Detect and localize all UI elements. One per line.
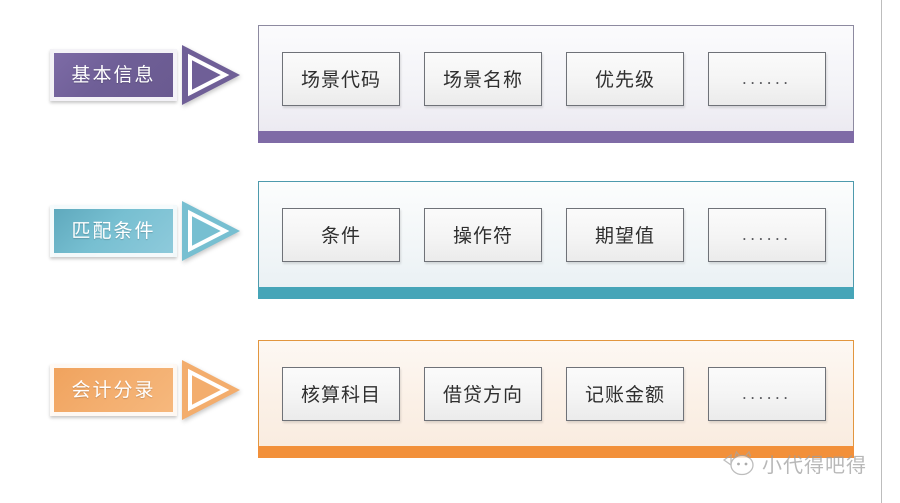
field-chip-ellipsis[interactable]: ...... [708,366,826,421]
field-chip-ellipsis[interactable]: ...... [708,51,826,106]
panel-accent-bar [258,287,854,299]
panel-accent-bar [258,446,854,458]
field-chip[interactable]: 场景名称 [424,51,542,106]
diagram-row-match-conditions: 匹配条件 条件 操作符 期望值 ...... [0,181,900,301]
field-chip[interactable]: 期望值 [566,207,684,262]
field-chip[interactable]: 条件 [282,207,400,262]
row-tag-match-conditions: 匹配条件 [50,205,177,257]
diagram-row-basic-info: 基本信息 场景代码 场景名称 优先级 ...... [0,25,900,145]
arrow-right-icon [180,199,242,263]
page-edge-divider [881,0,882,503]
field-chip[interactable]: 场景代码 [282,51,400,106]
field-chip[interactable]: 借贷方向 [424,366,542,421]
field-chip[interactable]: 核算科目 [282,366,400,421]
field-chip[interactable]: 记账金额 [566,366,684,421]
row-tag-label: 会计分录 [71,379,156,401]
panel-basic-info: 场景代码 场景名称 优先级 ...... [258,25,854,143]
panel-body: 条件 操作符 期望值 ...... [258,181,854,287]
arrow-right-icon [180,358,242,422]
arrow-right-icon [180,43,242,107]
panel-body: 核算科目 借贷方向 记账金额 ...... [258,340,854,446]
row-tag-accounting-entry: 会计分录 [50,364,177,416]
panel-accent-bar [258,131,854,143]
field-chip[interactable]: 操作符 [424,207,542,262]
field-chip-ellipsis[interactable]: ...... [708,207,826,262]
cat-face-icon [722,450,756,477]
row-tag-label: 匹配条件 [71,220,156,242]
watermark-text: 小代得吧得 [762,455,867,477]
row-tag-label: 基本信息 [71,64,156,86]
row-tag-basic-info: 基本信息 [50,49,177,101]
diagram-row-accounting-entry: 会计分录 核算科目 借贷方向 记账金额 ...... [0,340,900,463]
field-chip[interactable]: 优先级 [566,51,684,106]
panel-body: 场景代码 场景名称 优先级 ...... [258,25,854,131]
watermark: 小代得吧得 [722,449,867,478]
panel-match-conditions: 条件 操作符 期望值 ...... [258,181,854,299]
panel-accounting-entry: 核算科目 借贷方向 记账金额 ...... [258,340,854,458]
